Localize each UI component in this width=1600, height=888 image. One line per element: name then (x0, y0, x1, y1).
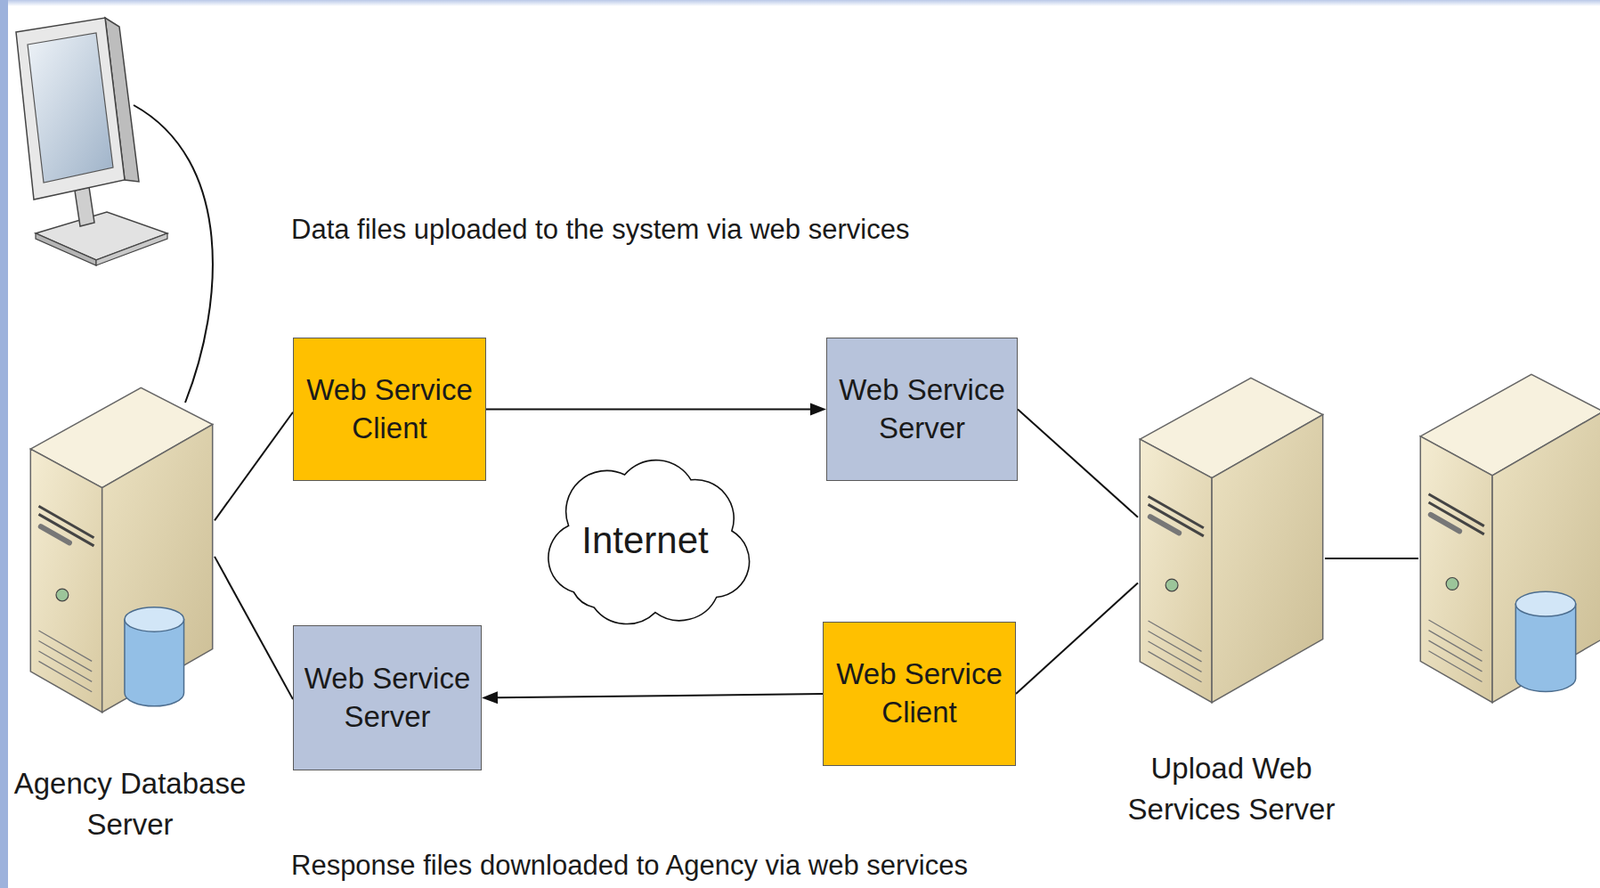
arrow-head (481, 690, 498, 704)
connector-line (1015, 582, 1138, 694)
connector (1015, 582, 1138, 694)
server-link (1324, 557, 1419, 560)
internet-cloud: Internet (522, 438, 768, 643)
server-label: Upload Web Services Server (1108, 747, 1355, 830)
node-text: Web Service Server (302, 659, 472, 737)
node-text: Web Service Server (836, 371, 1008, 448)
caption-label: Data files uploaded to the system via we… (291, 212, 910, 246)
connector (486, 403, 827, 416)
top-strip (0, 0, 1600, 7)
server-icon (1137, 375, 1325, 705)
connector (481, 690, 823, 704)
monitor-icon (16, 17, 168, 266)
node-text: Web Service Client (832, 655, 1007, 732)
web-service-client: Web Service Client (822, 621, 1016, 766)
connector (214, 556, 293, 699)
connector-line (214, 556, 293, 699)
arrow-head (810, 403, 827, 416)
node-text: Internet (581, 516, 708, 566)
caption-label: Response files downloaded to Agency via … (291, 848, 968, 882)
node-text: Agency Database Server (7, 763, 253, 845)
connector-line (497, 693, 823, 698)
connector (1017, 409, 1138, 518)
database-server-icon (1420, 373, 1600, 702)
web-service-client: Web Service Client (292, 337, 487, 481)
agency-database-server: Agency Database Server (28, 385, 215, 715)
connector (214, 412, 293, 521)
server-icon (28, 385, 215, 715)
server-label: Agency Database Server (7, 763, 253, 845)
monitor-cable (133, 105, 213, 403)
web-service-server: Web Service Server (292, 625, 482, 771)
left-strip (0, 0, 9, 888)
node-text: Web Service Client (302, 371, 477, 448)
web-service-server: Web Service Server (826, 337, 1018, 481)
node-text: Upload Web Services Server (1108, 747, 1355, 830)
connector-line (1017, 409, 1138, 518)
connector-line (486, 408, 811, 411)
upload-web-services-server: Upload Web Services Server (1137, 375, 1325, 705)
connector-line (214, 412, 293, 521)
